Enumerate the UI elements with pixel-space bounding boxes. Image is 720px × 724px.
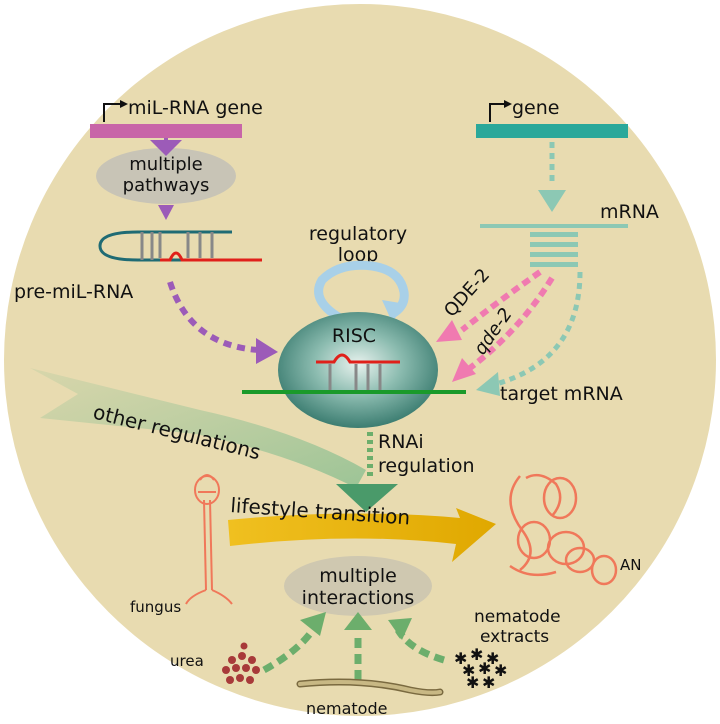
svg-text:✱: ✱ [454, 649, 467, 668]
nematode-extract-dots-icon: ✱✱✱ ✱✱✱ ✱✱ [454, 645, 507, 692]
mil-rna-gene-label: miL-RNA gene [128, 97, 263, 119]
risc-bound-rna-icon [316, 353, 400, 390]
mil-gene-arrowhead [150, 140, 182, 156]
qde2-arrowhead-upper [436, 320, 462, 342]
multiple-interactions-line1: multiple [319, 565, 397, 587]
target-arrowhead [476, 372, 500, 396]
rnai-arrowhead [336, 484, 398, 512]
nematode-label: nematode [306, 699, 387, 718]
mrna-to-target-arrow [495, 271, 583, 387]
extracts-arrowhead [388, 618, 412, 640]
svg-text:✱: ✱ [478, 659, 491, 678]
regulatory-loop-line2: loop [338, 244, 379, 266]
gene-label: gene [512, 97, 559, 119]
risc-label: RISC [332, 325, 376, 347]
target-mrna-label: target mRNA [500, 383, 623, 405]
multiple-pathways-line1: multiple [129, 154, 203, 175]
other-regulations-arrow [30, 368, 366, 488]
svg-text:✱: ✱ [486, 649, 499, 668]
promoter-arrow-icon-right [489, 100, 512, 122]
svg-text:✱: ✱ [466, 673, 479, 692]
fungus-hypha-icon [185, 474, 233, 605]
mil-rna-gene-bar [90, 124, 242, 138]
nematode-arrowhead [344, 612, 372, 630]
nematode-extracts-line2: extracts [480, 627, 549, 647]
nematode-extracts-line1: nematode [474, 607, 561, 627]
pathways-arrowhead [158, 205, 174, 220]
gene-arrowhead [538, 190, 566, 212]
svg-text:✱: ✱ [494, 661, 507, 680]
multiple-interactions-ellipse [284, 556, 432, 616]
hairpin-rna-icon [98, 230, 262, 262]
gene-bar [476, 124, 628, 138]
an-label: AN [620, 556, 641, 574]
regulatory-loop-arrowhead [382, 300, 406, 322]
adhesive-network-icon [509, 473, 618, 586]
svg-text:✱: ✱ [470, 645, 483, 664]
risc-complex [278, 312, 438, 428]
purple-arrowhead [256, 338, 278, 364]
regulatory-loop-arrow [314, 260, 409, 322]
multiple-pathways-ellipse [96, 148, 236, 204]
qde2-arrowhead-lower [452, 358, 476, 382]
mrna-strand-icon [480, 224, 628, 267]
urea-label: urea [170, 652, 204, 670]
qde2-arrow-lower [468, 276, 555, 371]
multiple-interactions-line2: interactions [302, 587, 415, 609]
promoter-arrow-icon [103, 100, 128, 122]
mrna-label: mRNA [600, 201, 659, 223]
urea-to-interactions-arrow [262, 626, 317, 674]
pre-mil-to-risc-arrow [167, 281, 259, 353]
svg-text:✱: ✱ [482, 673, 495, 692]
rnai-line2: regulation [378, 455, 475, 477]
lifestyle-transition-arrow [228, 508, 496, 562]
svg-text:✱: ✱ [462, 661, 475, 680]
nematode-worm-icon [296, 678, 444, 697]
multiple-pathways-line2: pathways [123, 175, 210, 196]
rnai-line1: RNAi [378, 431, 424, 453]
urea-arrowhead [300, 612, 326, 636]
pre-mil-rna-label: pre-miL-RNA [14, 281, 133, 303]
regulatory-loop-line1: regulatory [309, 223, 407, 245]
urea-dots-icon [222, 642, 260, 684]
fungus-label: fungus [130, 598, 181, 616]
